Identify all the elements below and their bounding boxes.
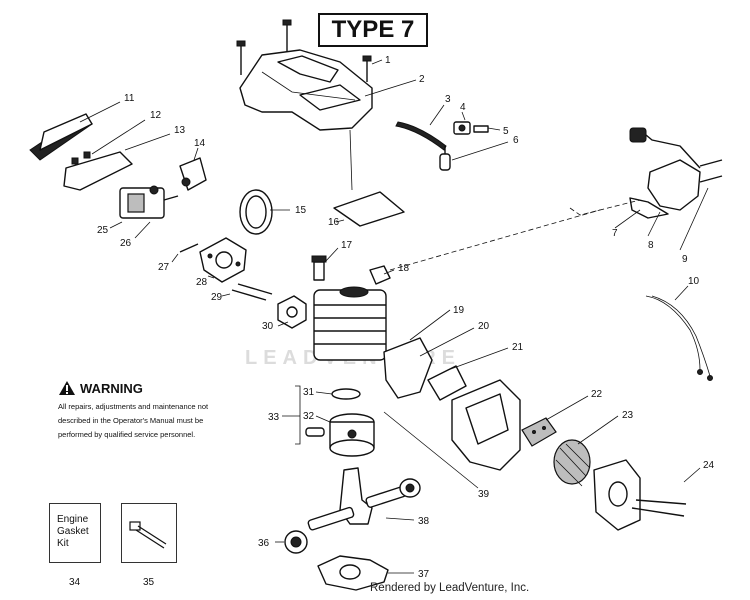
- callout-1: 1: [385, 55, 391, 66]
- intake-part[interactable]: [179, 157, 207, 191]
- callout-17: 17: [341, 240, 353, 251]
- callout-32: 32: [303, 411, 315, 422]
- intake-screw-part[interactable]: [179, 243, 199, 253]
- piston-ring-part[interactable]: [331, 388, 361, 400]
- callout-30: 30: [262, 321, 274, 332]
- callout-11: 11: [124, 93, 135, 104]
- callout-27: 27: [158, 262, 170, 273]
- warning-text: All repairs, adjustments and maintenance…: [58, 402, 209, 439]
- callout-9: 9: [682, 254, 688, 265]
- crankcase-part[interactable]: [317, 555, 389, 591]
- plug-boot-part[interactable]: [369, 265, 391, 285]
- callout-15: 15: [295, 205, 307, 216]
- fuel-valve-part[interactable]: [453, 121, 489, 135]
- gasket-kit-label: Engine Gasket Kit: [57, 514, 89, 549]
- ignition-coil-part[interactable]: [629, 127, 723, 219]
- fuel-line-part[interactable]: [395, 121, 447, 151]
- callout-20: 20: [478, 321, 490, 332]
- callout-6: 6: [513, 135, 519, 146]
- warning-heading: WARNING: [58, 380, 228, 396]
- callout-39: 39: [478, 489, 490, 500]
- crankshaft-part[interactable]: [307, 467, 407, 531]
- warning-panel: WARNING All repairs, adjustments and mai…: [58, 380, 228, 442]
- top-cover-part[interactable]: [239, 49, 373, 131]
- callout-14: 14: [194, 138, 206, 149]
- tool-box[interactable]: [121, 503, 177, 563]
- callout-33: 33: [268, 412, 280, 423]
- muffler-body-part[interactable]: [451, 379, 521, 471]
- muffler-bolt-part[interactable]: [631, 507, 685, 517]
- spark-plug-part[interactable]: [311, 255, 327, 281]
- intake-plate-part[interactable]: [199, 237, 247, 283]
- callout-2: 2: [419, 74, 425, 85]
- callout-19: 19: [453, 305, 465, 316]
- gasket-kit-box[interactable]: Engine Gasket Kit: [49, 503, 101, 563]
- callout-5: 5: [503, 126, 509, 137]
- wrench-icon: [129, 521, 167, 549]
- callout-24: 24: [703, 460, 715, 471]
- warning-title-text: WARNING: [80, 380, 143, 396]
- main-bearing-part[interactable]: [284, 530, 308, 554]
- callout-26: 26: [120, 238, 132, 249]
- callout-4: 4: [460, 102, 466, 113]
- callout-34: 34: [69, 577, 81, 588]
- carburetor-part[interactable]: [119, 185, 179, 219]
- callout-23: 23: [622, 410, 634, 421]
- callout-7: 7: [612, 228, 618, 239]
- cylinder-part[interactable]: [313, 286, 387, 361]
- filter-holder-part[interactable]: [63, 151, 133, 191]
- callout-10: 10: [688, 276, 700, 287]
- callout-8: 8: [648, 240, 654, 251]
- cylinder-gasket-part[interactable]: [277, 295, 307, 329]
- callout-18: 18: [398, 263, 410, 274]
- muffler-cover-part[interactable]: [593, 459, 641, 531]
- callout-3: 3: [445, 94, 451, 105]
- callout-35: 35: [143, 577, 155, 588]
- piston-part[interactable]: [329, 413, 375, 457]
- decal-part[interactable]: [333, 191, 405, 227]
- callout-37: 37: [418, 569, 430, 580]
- callout-22: 22: [591, 389, 603, 400]
- crank-bearing-part[interactable]: [399, 478, 421, 498]
- callout-25: 25: [97, 225, 109, 236]
- wire-harness-part[interactable]: [645, 295, 713, 381]
- screen-mesh-part[interactable]: [553, 439, 591, 487]
- callout-31: 31: [303, 387, 315, 398]
- fuel-filter-part[interactable]: [439, 146, 451, 171]
- warning-triangle-icon: [59, 381, 75, 395]
- callout-12: 12: [150, 110, 162, 121]
- type-label: TYPE 7: [318, 13, 428, 47]
- cover-screws-part[interactable]: [236, 19, 372, 82]
- callout-13: 13: [174, 125, 186, 136]
- callout-36: 36: [258, 538, 270, 549]
- piston-pin-part[interactable]: [305, 427, 325, 437]
- callout-16: 16: [328, 217, 340, 228]
- footer-credit: Rendered by LeadVenture, Inc.: [370, 582, 530, 594]
- callout-29: 29: [211, 292, 223, 303]
- callout-21: 21: [512, 342, 524, 353]
- callout-28: 28: [196, 277, 208, 288]
- spark-screen-part[interactable]: [521, 417, 557, 447]
- intake-gasket-part[interactable]: [239, 189, 273, 235]
- muffler-gasket-part[interactable]: [383, 337, 467, 401]
- callout-38: 38: [418, 516, 430, 527]
